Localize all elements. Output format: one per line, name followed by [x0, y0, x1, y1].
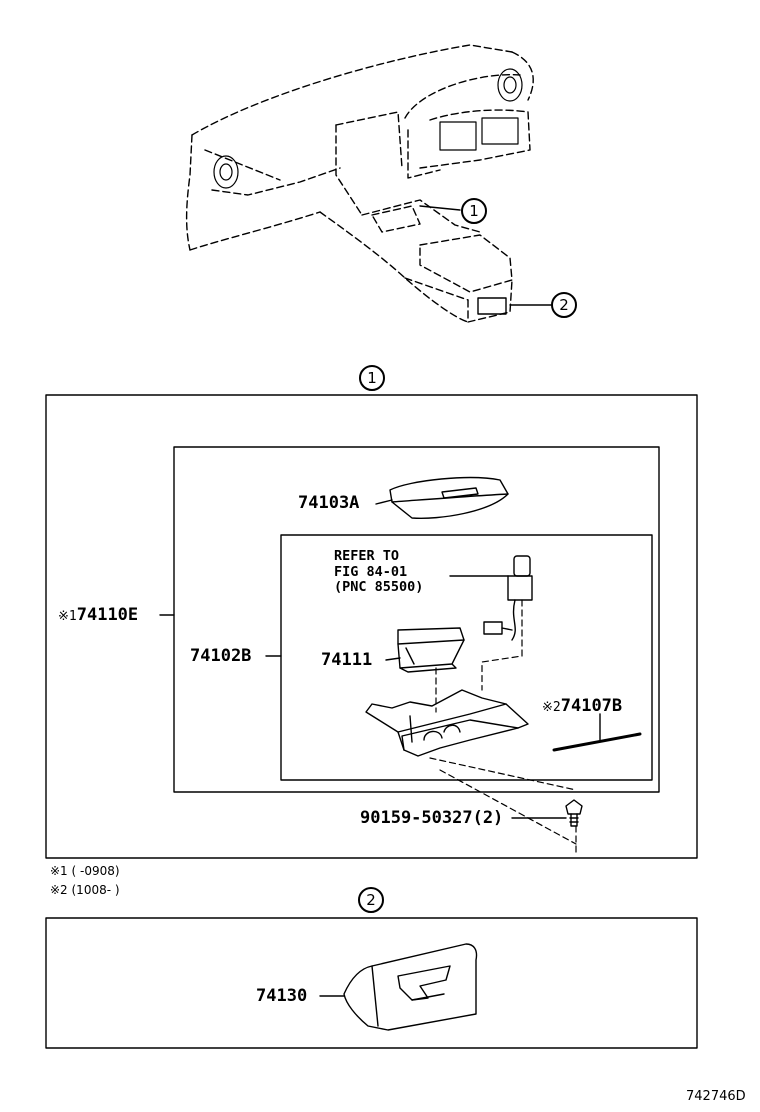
- refer-note: REFER TO FIG 84-01 (PNC 85500): [334, 548, 424, 596]
- section-1-frame: [45, 394, 698, 859]
- screw-drawing: [565, 799, 583, 827]
- assembly-frame: [173, 446, 660, 793]
- switch-drawing: [483, 555, 533, 641]
- assembly-part-label: ※174110E: [58, 607, 138, 624]
- callout-2-overview: 2: [551, 292, 577, 318]
- dashboard-outline: [185, 44, 534, 251]
- box-part-label: 74102B: [190, 646, 252, 666]
- leader-1: [419, 205, 461, 211]
- lid-drawing: [389, 476, 509, 519]
- tray-leader: [385, 657, 401, 661]
- assembly-dash-lines: [429, 599, 577, 853]
- refer-line-1: REFER TO: [334, 548, 400, 564]
- storage-box-part-label: 74130: [256, 986, 308, 1006]
- section-2-frame: [45, 917, 698, 1049]
- diagram-id: 742746D: [686, 1089, 746, 1104]
- section-2-callout: 2: [358, 887, 384, 913]
- strip-mark: ※2: [542, 700, 561, 715]
- screw-part-label: 90159-50327(2): [360, 808, 504, 828]
- callout-1-overview-text: 1: [469, 202, 479, 220]
- footnote-1: ※1 ( -0908): [50, 864, 120, 878]
- strip-part-number: 74107B: [560, 696, 623, 716]
- section-1-callout-text: 1: [367, 369, 377, 387]
- footnote-2: ※2 (1008- ): [50, 883, 120, 897]
- lid-part-label: 74103A: [298, 493, 360, 513]
- box-frame: [280, 534, 653, 781]
- callout-2-overview-text: 2: [559, 296, 569, 314]
- overview-rear-box: [477, 297, 507, 315]
- tray-drawing: [397, 627, 465, 673]
- callout-1-overview: 1: [461, 198, 487, 224]
- refer-line-2: FIG 84-01: [334, 563, 408, 580]
- section-2-callout-text: 2: [366, 891, 376, 909]
- lid-leader: [375, 499, 393, 505]
- console-outline: [319, 111, 513, 323]
- tray-part-label: 74111: [321, 650, 373, 670]
- strip-drawing: [552, 732, 642, 752]
- section-1-callout: 1: [359, 365, 385, 391]
- storage-box-drawing: [343, 943, 478, 1031]
- assembly-part-number: 74110E: [76, 605, 139, 625]
- box-base-drawing: [365, 689, 529, 757]
- strip-part-label: ※274107B: [542, 698, 622, 715]
- dashboard-vents: [213, 68, 523, 189]
- refer-line-3: (PNC 85500): [334, 579, 424, 596]
- assembly-mark: ※1: [58, 609, 77, 624]
